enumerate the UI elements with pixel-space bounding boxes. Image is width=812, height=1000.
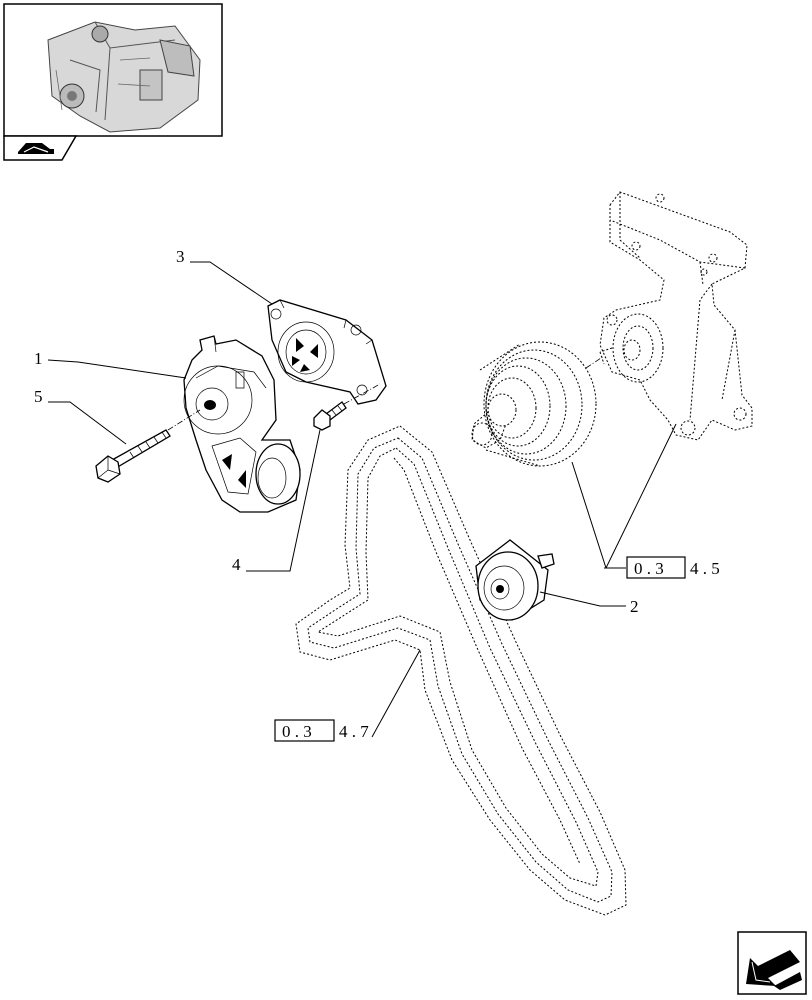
reference-belt-suffix: 4 . 7 [339,722,369,741]
water-pump-pulley-outline [471,341,597,467]
reference-belt-boxed: 0 . 3 [282,722,312,741]
next-page-arrow-icon [746,950,802,990]
vehicle-icon [18,143,54,154]
callout-1: 1 [34,349,43,368]
callout-4: 4 [232,555,241,574]
idler-pulley[interactable] [475,539,555,621]
tensioner-bracket[interactable] [267,299,387,405]
belt-tensioner[interactable] [183,335,301,513]
short-screw[interactable] [313,401,347,431]
long-bolt[interactable] [95,429,171,483]
reference-link-pump[interactable]: 0 . 3 4 . 5 [626,556,720,579]
next-page-button[interactable] [737,931,807,995]
callout-3: 3 [176,247,185,266]
drive-belt-outline [295,425,627,916]
pump-assembly-outline [599,191,753,441]
reference-pump-boxed: 0 . 3 [634,559,664,578]
assembly-axis-lines [167,355,605,431]
leader-lines [47,261,677,738]
engine-thumbnail[interactable] [3,3,223,161]
engine-thumbnail-icon [47,21,201,133]
reference-link-belt[interactable]: 0 . 3 4 . 7 [274,719,369,742]
reference-pump-suffix: 4 . 5 [690,559,720,578]
callout-2: 2 [630,597,639,616]
callout-5: 5 [34,387,43,406]
